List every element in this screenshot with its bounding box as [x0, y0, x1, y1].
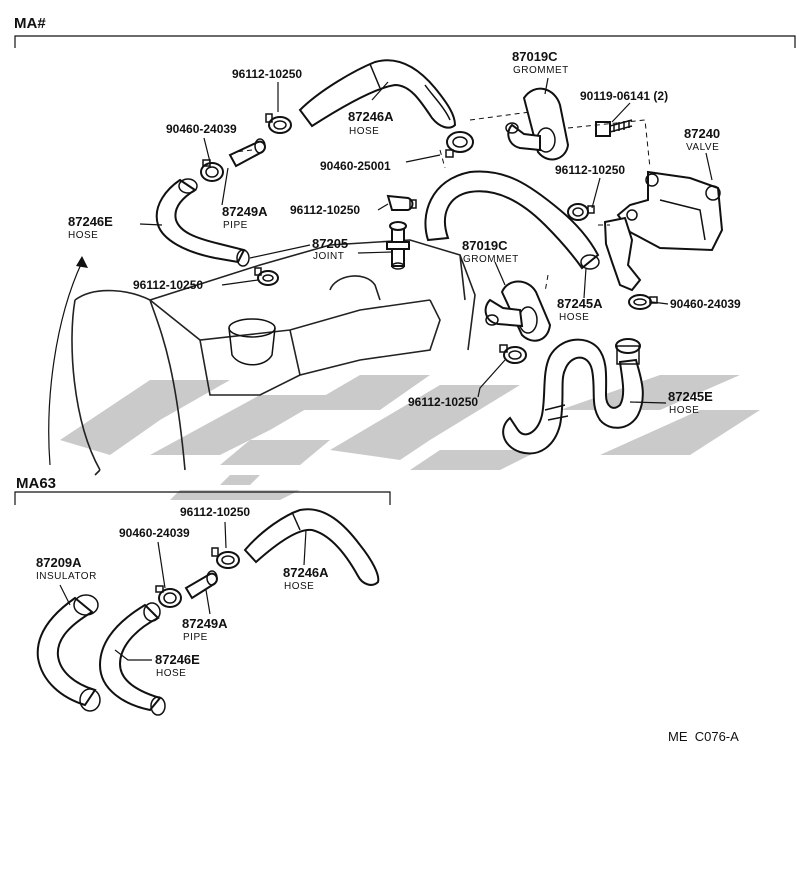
clamp-90460-b [445, 131, 474, 158]
label-87249a-top: 87249A [222, 204, 268, 219]
label-96112-e: 96112-10250 [408, 395, 478, 409]
grommet-87019c-mid [484, 280, 552, 342]
label-87246e-bottom: 87246E [155, 652, 200, 667]
section-label-ma: MA# [14, 15, 46, 32]
label-96112-f: 96112-10250 [180, 505, 250, 519]
label-87209a: 87209A [36, 555, 82, 570]
valve-87240 [603, 170, 724, 292]
label-pipe-bottom: PIPE [183, 632, 208, 643]
insulator-87209a [36, 594, 101, 712]
label-hose-e-bottom: HOSE [156, 668, 186, 679]
label-hose-45a: HOSE [559, 312, 589, 323]
label-96112-b: 96112-10250 [290, 203, 360, 217]
bolt-90119 [595, 119, 633, 137]
label-hose-a-top: HOSE [349, 126, 379, 137]
engine-block [71, 239, 476, 476]
label-90460-c: 90460-24039 [670, 297, 741, 311]
label-87246a-bottom: 87246A [283, 565, 329, 580]
label-96112-c: 96112-10250 [133, 278, 203, 292]
dash-line-4 [439, 149, 446, 169]
clamp-96112-b [386, 194, 417, 211]
label-87246a-top: 87246A [348, 109, 394, 124]
label-90460-a: 90460-24039 [166, 122, 237, 136]
dash-line-3 [234, 149, 253, 153]
label-grommet-top: GROMMET [513, 65, 569, 76]
hose-87246a-top [298, 59, 457, 129]
label-insulator: INSULATOR [36, 571, 97, 582]
pipe-87249a-bottom [184, 570, 218, 600]
leader-lines-bottom [59, 521, 307, 661]
label-87019c-mid: 87019C [462, 238, 508, 253]
clamp-96112-c [254, 267, 279, 286]
dash-line-2 [567, 119, 651, 169]
hose-87246e-top [155, 178, 250, 267]
label-87240: 87240 [684, 126, 720, 141]
grommet-87019c-top [505, 87, 570, 161]
hose-87245e [502, 338, 644, 455]
label-87246e-top: 87246E [68, 214, 113, 229]
clamp-96112-f [211, 547, 240, 569]
label-joint: JOINT [313, 251, 344, 262]
clamp-90460-d [155, 585, 182, 608]
label-grommet-mid: GROMMET [463, 254, 519, 265]
label-87245e: 87245E [668, 389, 713, 404]
hose-87246a-bottom [243, 508, 380, 586]
dash-line-6 [544, 274, 549, 293]
clamp-96112-a [265, 113, 292, 134]
label-pipe-top: PIPE [223, 220, 248, 231]
top-section-bracket [14, 35, 796, 48]
label-valve: VALVE [686, 142, 719, 153]
pipe-87249a-top [228, 138, 266, 168]
label-87245a: 87245A [557, 296, 603, 311]
clamp-90460-a [200, 159, 224, 182]
label-hose-45e: HOSE [669, 405, 699, 416]
label-90460-b: 90460-25001 [320, 159, 391, 173]
clamp-96112-e [499, 344, 527, 364]
bottom-section-bracket [14, 491, 391, 505]
joint-87205 [386, 221, 410, 270]
label-90460-d: 90460-24039 [119, 526, 190, 540]
label-96112-d: 96112-10250 [555, 163, 625, 177]
label-87249a-bottom: 87249A [182, 616, 228, 631]
label-87205: 87205 [312, 236, 348, 251]
label-87019c-top: 87019C [512, 49, 558, 64]
dash-line-1 [469, 111, 531, 121]
clamp-96112-d [567, 203, 595, 221]
diagram-code: ME C076-A [668, 729, 739, 744]
watermark-logo [60, 375, 760, 500]
section-label-ma63: MA63 [16, 475, 56, 492]
leader-lines-top [139, 77, 713, 404]
curved-arrow-icon [48, 261, 83, 466]
hose-87246e-bottom [98, 602, 166, 716]
curved-arrow-head [76, 256, 88, 268]
clamp-90460-c [628, 294, 658, 310]
label-hose-e-top: HOSE [68, 230, 98, 241]
label-96112-a: 96112-10250 [232, 67, 302, 81]
hose-87245a [424, 170, 600, 270]
label-90119: 90119-06141 (2) [580, 89, 668, 103]
label-hose-a-bottom: HOSE [284, 581, 314, 592]
